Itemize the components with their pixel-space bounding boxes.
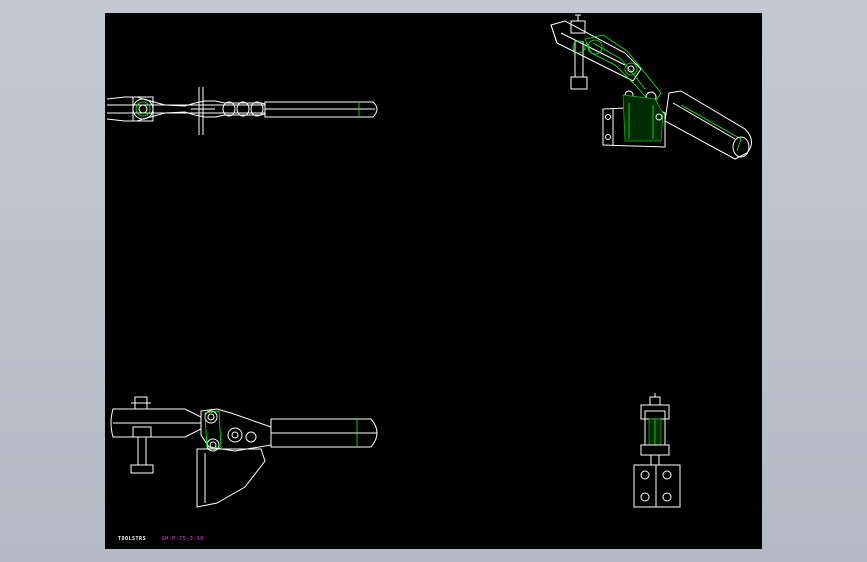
front-view [110,396,378,508]
isometric-view [550,14,752,160]
top-view [106,87,378,135]
side-view [633,393,681,508]
stamp-code: GH-P-75-3-S0 [161,536,204,542]
stamp-logo: TOOLSTRS [118,536,147,542]
title-stamp: TOOLSTRS GH-P-75-3-S0 [118,536,204,542]
cad-drawing-viewport[interactable] [105,13,762,549]
